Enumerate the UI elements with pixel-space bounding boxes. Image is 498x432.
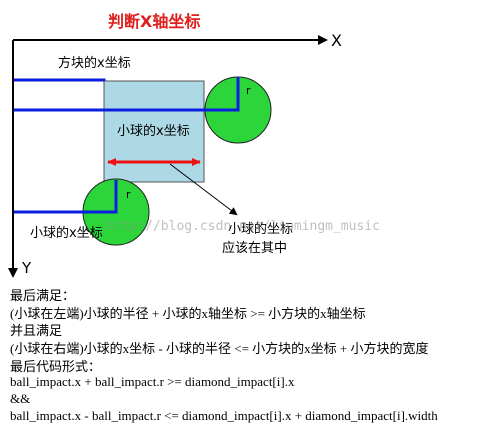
diagram	[8, 35, 328, 278]
code-line: &&	[10, 391, 31, 406]
text-line: 最后满足：	[10, 289, 76, 304]
text-line: (小球在左端)小球的半径 + 小球的x轴坐标 >= 小方块的x轴坐标	[10, 306, 366, 321]
radius-label-bottom: r	[126, 188, 131, 201]
text-line: 最后代码形式：	[10, 360, 102, 375]
radius-label-top: r	[246, 84, 251, 97]
guide-line-ball-bottom	[14, 180, 118, 214]
watermark: http://blog.csdn.net/liumingm_music	[106, 219, 380, 234]
square-x-coordinate-label: 方块的x坐标	[58, 56, 131, 71]
text-line: 并且满足	[10, 324, 63, 339]
code-line: ball_impact.x + ball_impact.r >= diamond…	[10, 374, 295, 389]
x-axis-label: X	[331, 31, 342, 50]
y-axis-label: Y	[22, 259, 32, 277]
callout-line	[169, 163, 238, 216]
code-line: ball_impact.x - ball_impact.r <= diamond…	[10, 408, 438, 423]
guide-line-ball-top	[14, 77, 240, 112]
callout-text-line1: 小球的坐标	[228, 222, 294, 237]
diagram-title: 判断X轴坐标	[108, 12, 201, 31]
text-line: (小球在右端)小球的x坐标 - 小球的半径 <= 小方块的x坐标 + 小方块的宽…	[10, 341, 429, 356]
ball-x-in-square-label: 小球的x坐标	[117, 124, 190, 139]
callout-text-line2: 应该在其中	[222, 241, 288, 256]
guide-line-square	[14, 78, 106, 82]
ball-x-coordinate-label: 小球的x坐标	[30, 226, 103, 241]
